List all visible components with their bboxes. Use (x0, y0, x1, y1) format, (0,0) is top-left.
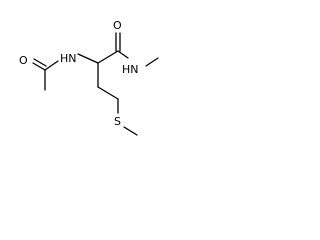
atom-label-group: O HN O HN S (19, 19, 139, 128)
atom-label-carbonyl-oxygen: O (113, 19, 122, 32)
bond-sulfur-methyl (123, 126, 138, 136)
bond-acetyl-nh (44, 60, 59, 71)
atom-label-amide-nitrogen-left: HN (60, 52, 77, 65)
atom-label-acetyl-oxygen: O (19, 54, 28, 67)
bond-alpha-carbonyl (97, 50, 119, 64)
bond-acetyl-co-1 (32, 62, 46, 71)
molecule-structure-diagram: O HN O HN S (19, 19, 159, 136)
bond-carbonyl-nh (117, 50, 129, 59)
bond-acetyl-co-2 (33, 58, 47, 67)
bond-nh-methyl (145, 57, 159, 67)
bond-beta-gamma (97, 86, 119, 100)
atom-label-amide-nitrogen-right: HN (122, 63, 139, 76)
bond-group (32, 32, 159, 136)
bond-nh-alpha (77, 53, 99, 64)
atom-label-sulfur: S (114, 115, 121, 128)
